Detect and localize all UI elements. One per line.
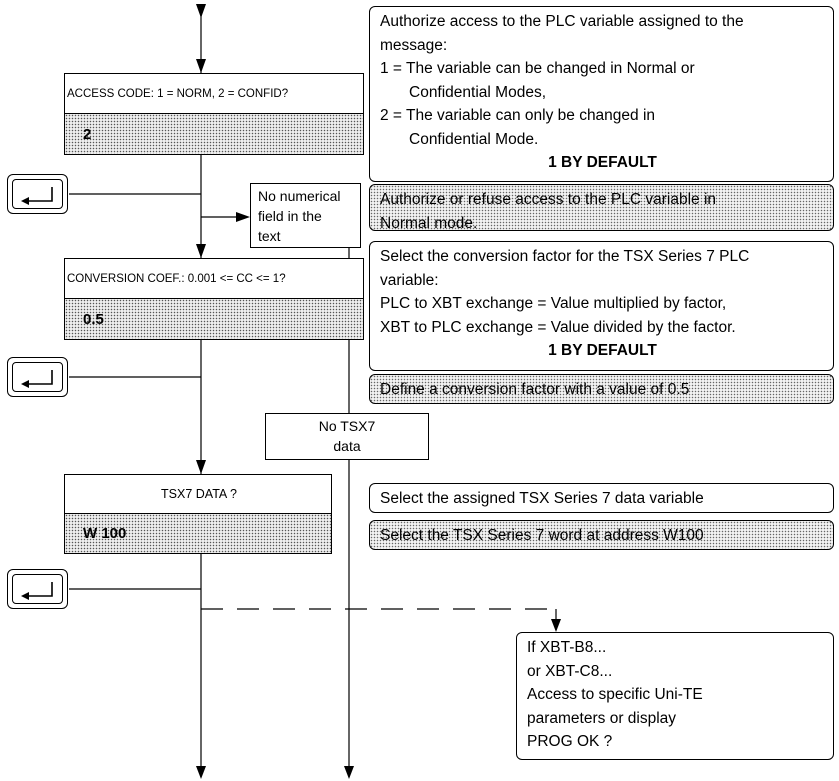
enter-arrow-glyph (21, 370, 53, 388)
note-line: message: (380, 36, 448, 54)
note-line: or XBT-C8... (527, 662, 613, 680)
note-line: Select the TSX Series 7 word at address … (380, 527, 704, 544)
note-line: Authorize access to the PLC variable ass… (380, 13, 744, 30)
note-line: Normal mode. (380, 214, 478, 232)
note-line: Select the conversion factor for the TSX… (380, 248, 750, 265)
branch-text-line: No numerical (258, 188, 341, 204)
conversion-select-note: Select the conversion factor for the TSX… (369, 241, 834, 371)
tsx7-data-prompt: TSX7 DATA ? (65, 475, 331, 514)
conversion-coef-screen: CONVERSION COEF.: 0.001 <= CC <= 1? 0.5 (64, 258, 364, 340)
tsx7-data-screen: TSX7 DATA ? W 100 (64, 474, 332, 554)
note-line: Authorize or refuse access to the PLC va… (380, 191, 717, 208)
branch-text-line: field in the (258, 208, 322, 224)
note-line: PROG OK ? (527, 733, 613, 750)
note-line: 1 = The variable can be changed in Norma… (380, 60, 695, 77)
arrow-head (196, 244, 206, 258)
conversion-example-note: Define a conversion factor with a value … (369, 374, 834, 404)
note-line: Define a conversion factor with a value … (380, 381, 690, 398)
note-line: XBT to PLC exchange = Value divided by t… (380, 318, 736, 336)
note-line: parameters or display (527, 709, 677, 727)
branch-text-line: text (258, 228, 281, 244)
arrow-head (344, 766, 354, 779)
enter-key-icon[interactable] (7, 569, 68, 609)
enter-arrow-glyph (21, 187, 53, 205)
note-line: If XBT-B8... (527, 639, 607, 656)
access-example-note: Authorize or refuse access to the PLC va… (369, 184, 834, 232)
access-authorize-note: Authorize access to the PLC variable ass… (369, 6, 834, 182)
enter-key-icon[interactable] (7, 357, 68, 397)
no-tsx7-branch: No TSX7 data (265, 413, 429, 460)
arrow-head (196, 460, 206, 474)
note-line: variable: (380, 271, 439, 289)
access-code-screen: ACCESS CODE: 1 = NORM, 2 = CONFID? 2 (64, 73, 364, 155)
enter-arrow-glyph (21, 582, 53, 600)
note-line: Confidential Mode. (409, 130, 539, 148)
tsx7-example-note: Select the TSX Series 7 word at address … (369, 520, 834, 550)
note-line: Confidential Modes, (409, 83, 546, 101)
arrow-head (551, 619, 561, 632)
access-code-value: 2 (65, 114, 363, 154)
arrow-head (196, 766, 206, 779)
branch-text-line: data (333, 438, 361, 454)
xbt-models-note: If XBT-B8... or XBT-C8... Access to spec… (516, 632, 834, 760)
note-line: 2 = The variable can only be changed in (380, 107, 656, 124)
no-numerical-branch: No numerical field in the text (250, 183, 361, 248)
arrow-head (196, 4, 206, 18)
arrow-head (196, 59, 206, 73)
tsx7-data-value: W 100 (65, 514, 331, 553)
note-line: PLC to XBT exchange = Value multiplied b… (380, 295, 727, 312)
access-code-prompt: ACCESS CODE: 1 = NORM, 2 = CONFID? (65, 74, 363, 114)
tsx7-select-note: Select the assigned TSX Series 7 data va… (369, 483, 834, 513)
enter-key-icon[interactable] (7, 174, 68, 214)
note-line: Access to specific Uni-TE (527, 686, 703, 703)
conversion-coef-value: 0.5 (65, 299, 363, 339)
branch-text-line: No TSX7 (318, 418, 376, 434)
note-line: Select the assigned TSX Series 7 data va… (380, 490, 704, 507)
conversion-coef-prompt: CONVERSION COEF.: 0.001 <= CC <= 1? (65, 259, 363, 299)
arrow-head (236, 212, 250, 222)
default-label: 1 BY DEFAULT (548, 342, 657, 359)
default-label: 1 BY DEFAULT (548, 154, 657, 171)
